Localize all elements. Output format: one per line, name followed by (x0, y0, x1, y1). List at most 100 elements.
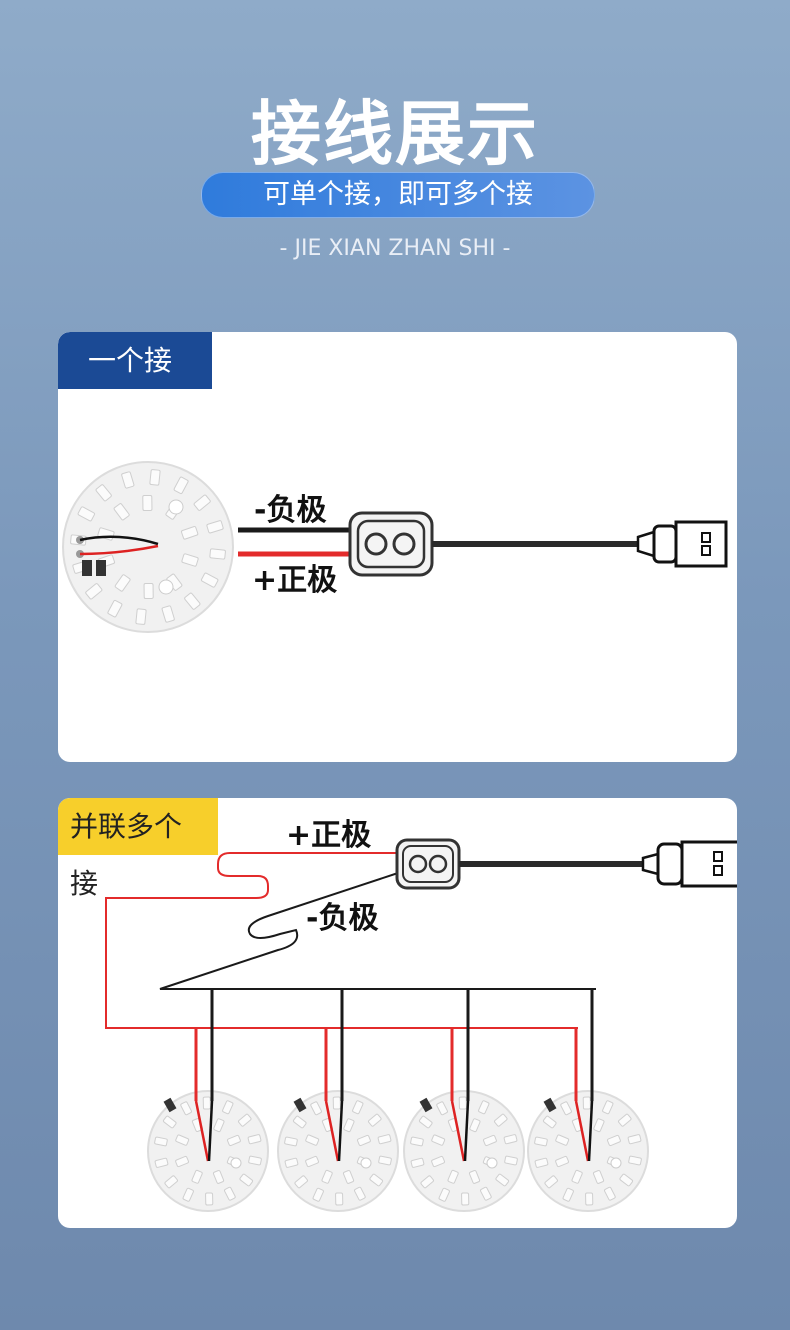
led-chip (95, 484, 112, 502)
led-chip (135, 608, 147, 625)
led-chip (222, 1100, 234, 1115)
subtitle-pill: 可单个接，即可多个接 (201, 172, 595, 218)
led-chip (342, 1170, 355, 1184)
switch-connector-icon (348, 511, 434, 577)
led-chip (592, 1170, 605, 1184)
parallel-connection-card: 并联多个接 +正极 -负极 (58, 798, 737, 1228)
led-chip (483, 1134, 497, 1147)
led-chip (312, 1187, 324, 1202)
led-chip (418, 1115, 433, 1129)
led-chip (495, 1173, 510, 1187)
led-chip (602, 1100, 614, 1115)
led-chip (478, 1100, 490, 1115)
led-chip (544, 1175, 558, 1189)
led-chip (410, 1136, 424, 1147)
led-chip (604, 1186, 616, 1201)
led-chip (461, 1192, 470, 1206)
led-chip (205, 1192, 214, 1206)
led-chip (332, 1096, 341, 1110)
negative-label: -负极 (254, 493, 326, 528)
led-chip (305, 1134, 320, 1146)
led-chip (107, 599, 123, 618)
led-chip (121, 471, 135, 489)
led-chip (182, 1187, 194, 1202)
led-chip (294, 1175, 308, 1189)
led-chip (503, 1134, 518, 1145)
led-chip (431, 1155, 445, 1168)
led-chip (352, 1100, 364, 1115)
led-chip (77, 506, 96, 522)
led-chip (175, 1155, 189, 1168)
single-wiring-diagram: -负极 +正极 (62, 461, 728, 633)
led-chip (628, 1155, 642, 1166)
led-chip (438, 1187, 450, 1202)
led-chip (534, 1136, 548, 1147)
led-chip (582, 1096, 591, 1110)
led-chip (206, 520, 224, 534)
led-chip (343, 1118, 355, 1133)
led-light-board-icon (147, 989, 269, 1212)
led-board-icon (62, 461, 234, 633)
led-chip (431, 1134, 446, 1146)
led-chip (619, 1173, 634, 1187)
led-chip (377, 1134, 392, 1145)
led-chip (85, 583, 103, 600)
led-chip (469, 1118, 481, 1133)
led-chip (542, 1115, 557, 1129)
positive-label: +正极 (252, 563, 337, 598)
led-chip (181, 553, 199, 567)
led-chip (162, 1115, 177, 1129)
led-chip (224, 1186, 236, 1201)
led-chip (200, 572, 219, 588)
led-chip (555, 1134, 570, 1146)
led-chip (213, 1118, 225, 1133)
led-chip (585, 1192, 594, 1206)
led-chip (212, 1170, 225, 1184)
led-chip (447, 1169, 459, 1184)
single-connection-card: 一个接 -负极 +正极 (58, 332, 737, 762)
led-chip (468, 1170, 481, 1184)
led-chip (458, 1096, 467, 1110)
parallel-connection-tag: 并联多个接 (58, 798, 218, 900)
led-chip (480, 1186, 492, 1201)
led-chip (154, 1157, 169, 1168)
led-chip (494, 1113, 508, 1127)
led-chip (310, 1101, 322, 1116)
parallel-negative-label: -负极 (306, 901, 378, 936)
led-chip (410, 1157, 425, 1168)
led-chip (607, 1134, 621, 1147)
led-light-board-icon (527, 989, 649, 1212)
page-title: 接线展示 (251, 93, 539, 175)
led-chip (369, 1173, 384, 1187)
led-chip (571, 1169, 583, 1184)
led-chip (193, 494, 211, 511)
led-chip (227, 1134, 241, 1147)
led-chip (247, 1134, 262, 1145)
led-chip (154, 1136, 168, 1147)
led-light-board-icon (403, 989, 525, 1212)
led-chip (149, 469, 161, 486)
led-chip (239, 1173, 254, 1187)
led-chip (180, 1101, 192, 1116)
usb-plug-icon (636, 520, 728, 568)
led-chip (202, 1096, 211, 1110)
led-chip (181, 526, 199, 540)
led-chip (191, 1169, 203, 1184)
led-chip (321, 1169, 333, 1184)
led-chip (436, 1101, 448, 1116)
led-chip (114, 574, 131, 592)
single-connection-tag: 一个接 (58, 332, 212, 389)
led-chip (113, 503, 130, 521)
led-chip (357, 1134, 371, 1147)
parallel-wiring-diagram: +正极 -负极 (105, 818, 737, 1212)
led-chip (555, 1155, 569, 1168)
led-chip (593, 1118, 605, 1133)
led-chip (142, 494, 153, 512)
led-chip (627, 1134, 642, 1145)
led-chip (284, 1136, 298, 1147)
led-chip (292, 1115, 307, 1129)
led-chip (143, 582, 154, 600)
led-chip (354, 1186, 366, 1201)
parallel-negative-wire (159, 872, 596, 990)
led-chip (284, 1157, 299, 1168)
